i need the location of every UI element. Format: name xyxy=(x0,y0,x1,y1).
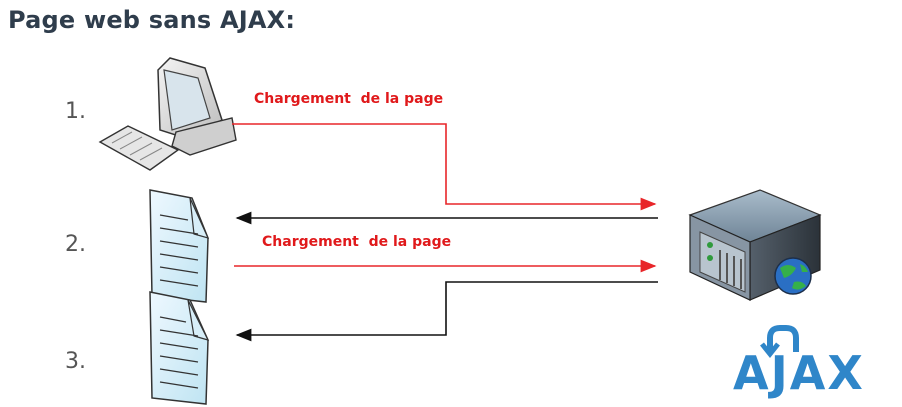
step-1-number: 1. xyxy=(65,99,86,124)
page-title: Page web sans AJAX: xyxy=(8,6,296,34)
step-3-number: 3. xyxy=(65,349,86,374)
request-label-2: Chargement de la page xyxy=(262,234,452,250)
ajax-logo: AJAX xyxy=(733,346,865,400)
computer-icon xyxy=(98,57,237,171)
response-2-arrow xyxy=(235,281,658,342)
ajax-logo-icon xyxy=(760,325,799,359)
server-icon xyxy=(688,189,822,301)
request-1-arrow xyxy=(232,123,657,211)
step-2-number: 2. xyxy=(65,232,86,257)
document-icon-1 xyxy=(149,189,210,303)
request-label-1: Chargement de la page xyxy=(254,91,444,107)
document-icon-2 xyxy=(149,291,210,405)
